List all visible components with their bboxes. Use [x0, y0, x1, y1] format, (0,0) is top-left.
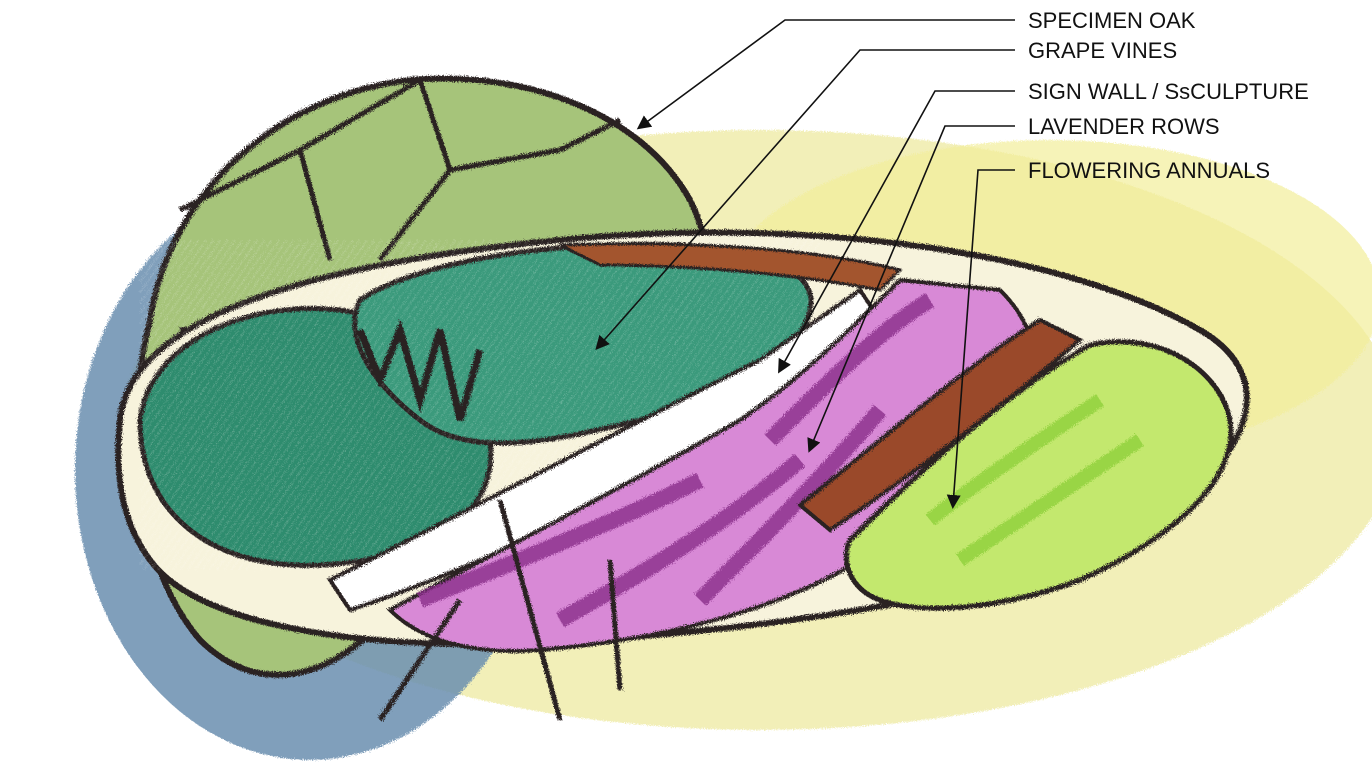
leader-specimen-oak	[640, 20, 1015, 127]
label-grape-vines: GRAPE VINES	[1028, 38, 1177, 63]
label-lavender-rows: LAVENDER ROWS	[1028, 114, 1220, 139]
label-sign-wall: SIGN WALL / SsCULPTURE	[1028, 79, 1309, 104]
label-specimen-oak: SPECIMEN OAK	[1028, 8, 1196, 33]
label-flowering-annuals: FLOWERING ANNUALS	[1028, 158, 1270, 183]
